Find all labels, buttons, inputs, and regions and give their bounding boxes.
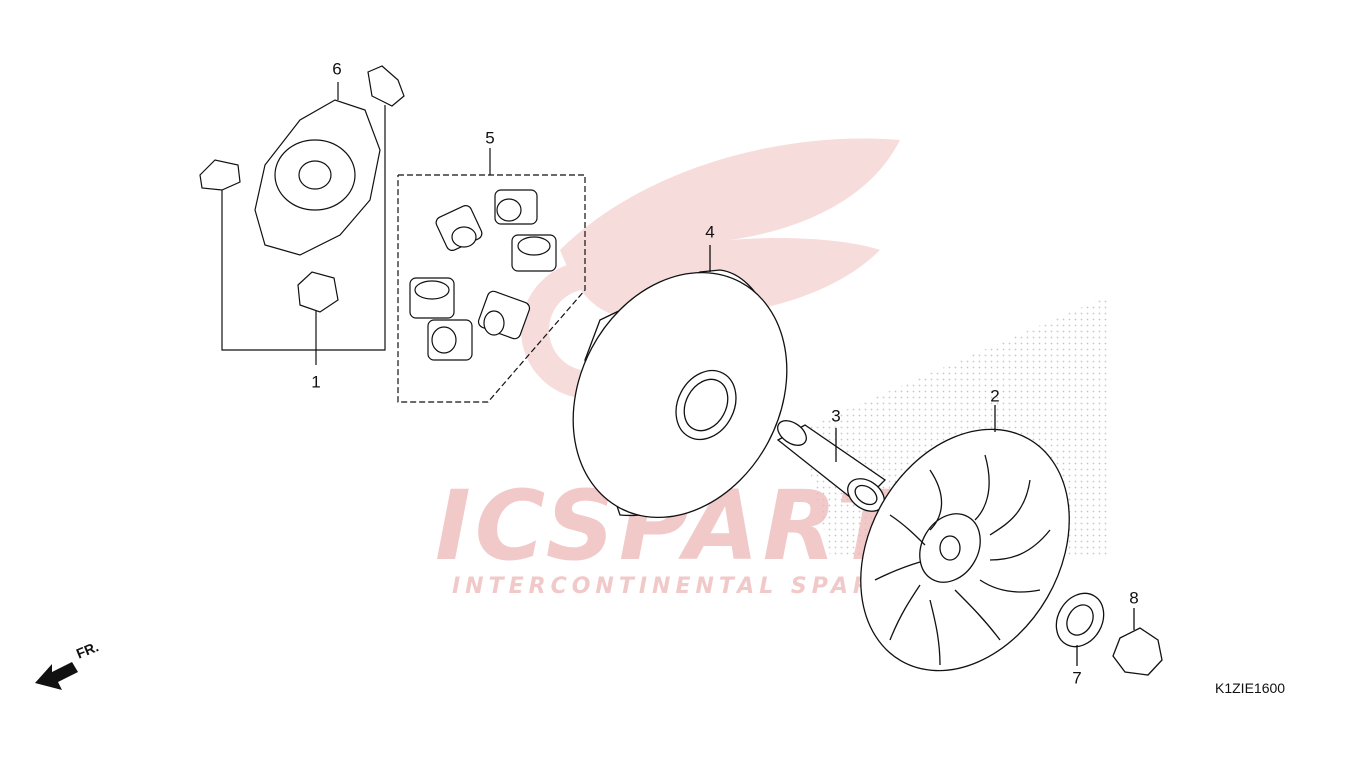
callout-8: 8 [1129,588,1139,608]
ramp-plate-part [254,82,381,256]
roller-5 [477,290,531,340]
drawing-code: K1ZIE1600 [1215,680,1286,696]
callout-3: 3 [831,406,841,426]
slider-piece-top [367,65,405,107]
nut-part [1112,608,1163,676]
weight-rollers [409,189,557,361]
callout-6: 6 [332,59,342,79]
collar-part [776,420,887,512]
roller-3 [511,234,557,272]
callout-4: 4 [705,222,715,242]
slider-piece-bottom [297,271,339,313]
roller-1 [435,205,483,251]
drive-face-part [572,245,788,519]
callout-1: 1 [311,372,321,392]
front-direction-arrow [35,662,78,690]
group-bracket-5 [397,148,586,403]
washer-part [1055,592,1105,666]
callout-2: 2 [990,386,1000,406]
callout-7: 7 [1072,668,1082,688]
roller-6 [427,319,473,361]
fan-drive-face-part [860,405,1070,672]
roller-2 [494,189,538,225]
roller-4 [409,277,455,319]
callout-5: 5 [485,128,495,148]
slider-piece-left [199,159,241,191]
